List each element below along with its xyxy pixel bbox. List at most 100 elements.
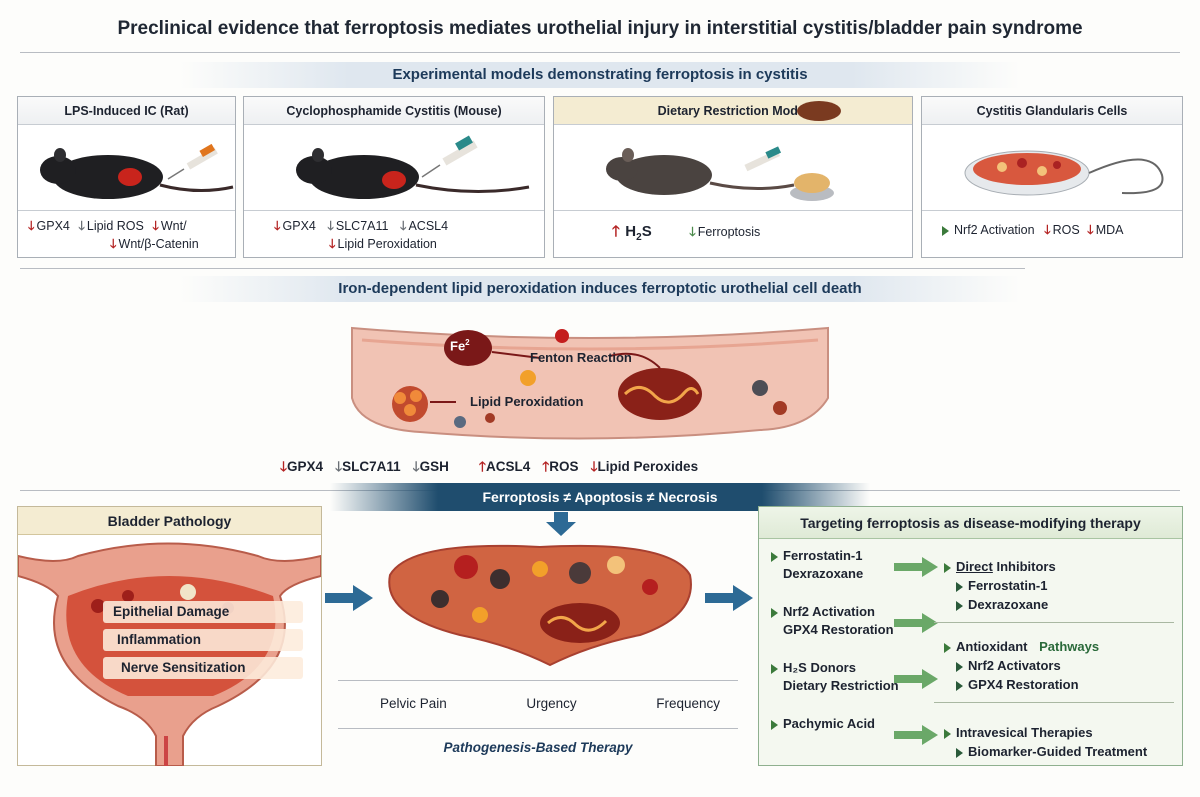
finding-ferroptosis: Ferroptosis [697, 225, 761, 239]
pathogenesis-label: Pathogenesis-Based Therapy [443, 740, 633, 755]
green-arrow-icon [894, 725, 938, 745]
model-title: Dietary Restriction Model [554, 97, 912, 125]
divider [338, 728, 738, 729]
marker-acsl4: 🡑ACSL4 [479, 459, 530, 474]
pathology-item: Inflammation [103, 629, 303, 651]
item-text: Dexrazoxane [968, 597, 1049, 612]
heading-text: Direct [956, 559, 993, 574]
model-illustration [18, 125, 235, 211]
model-title: LPS-Induced IC (Rat) [18, 97, 235, 125]
petri-dish-icon [964, 150, 1164, 196]
finding-gpx4: GPX4 [36, 219, 70, 233]
therapy-agent-secondary: Dexrazoxane [783, 566, 864, 581]
triangle-icon [944, 562, 951, 573]
triangle-icon [956, 747, 963, 758]
triangle-icon [956, 680, 963, 691]
marker-label: ROS [549, 459, 579, 474]
divider [338, 680, 738, 681]
model-findings: Nrf2 Activation 🡓ROS 🡓MDA [922, 211, 1182, 242]
finding-slc7a11: SLC7A11 [335, 219, 389, 233]
model-findings: 🡓GPX4 🡓SLC7A11 🡓ACSL4 🡓Lipid Peroxidatio… [274, 219, 449, 251]
down-arrow-icon: 🡓 [590, 459, 598, 474]
model-illustration [554, 125, 912, 211]
tissue-illustration: Fe2 Fenton Reaction Lipid Peroxidation [340, 318, 840, 448]
up-arrow-icon: 🡑 [478, 459, 486, 474]
symptom-row: Pelvic Pain Urgency Frequency [380, 696, 720, 711]
finding-lipid-ros: Lipid ROS [86, 219, 144, 233]
panel-title: Targeting ferroptosis as disease-modifyi… [759, 507, 1182, 539]
green-arrow-icon [894, 669, 938, 689]
therapy-agent-primary: H₂S Donors [783, 660, 856, 675]
model-findings: 🡓GPX4 🡓Lipid ROS 🡓Wnt/ 🡓Wnt/β-Catenin [28, 219, 199, 251]
down-arrow-icon: 🡓 [412, 459, 420, 474]
triangle-icon [956, 581, 963, 592]
heading-text: Inhibitors [992, 559, 1056, 574]
therapy-strategy-heading: Intravesical Therapies [944, 723, 1174, 742]
finding-nrf2: Nrf2 Activation [954, 223, 1035, 237]
therapy-strategy-item: Biomarker-Guided Treatment [944, 742, 1174, 761]
marker-ros: 🡑ROS [542, 459, 578, 474]
item-text: Biomarker-Guided Treatment [968, 744, 1148, 759]
therapy-strategy-item: Nrf2 Activators [944, 656, 1174, 675]
right-arrow-icon [325, 585, 373, 611]
model-illustration [244, 125, 544, 211]
divider [20, 268, 1025, 269]
inflamed-tissue-icon [388, 544, 692, 667]
mouse-food-icon [606, 146, 834, 201]
model-title: Cyclophosphamide Cystitis (Mouse) [244, 97, 544, 125]
rat-icon [40, 143, 234, 199]
divider [934, 622, 1174, 623]
model-findings: 🡑 H2S 🡓Ferroptosis [612, 223, 761, 243]
marker-gsh: 🡓GSH [413, 459, 449, 474]
item-text: Ferrostatin-1 [968, 578, 1048, 593]
therapy-agent-secondary: GPX4 Restoration [783, 622, 894, 637]
finding-lipid-peroxidation: Lipid Peroxidation [337, 237, 437, 251]
marker-label: ACSL4 [485, 459, 531, 474]
therapy-agent-primary: Pachymic Acid [783, 716, 876, 731]
divider [20, 52, 1180, 53]
finding-ros: ROS [1052, 223, 1080, 237]
green-arrow-icon [894, 557, 938, 577]
model-title: Cystitis Glandularis Cells [922, 97, 1182, 125]
therapy-strategy-heading: Direct Inhibitors [944, 557, 1174, 576]
marker-row: 🡓GPX4🡓SLC7A11🡓GSH🡑ACSL4🡑ROS🡓Lipid Peroxi… [280, 457, 920, 480]
triangle-icon [771, 719, 778, 730]
down-arrow-icon: 🡓 [335, 459, 343, 474]
triangle-icon [771, 663, 778, 674]
finding-gpx4: GPX4 [282, 219, 316, 233]
panel-title: Bladder Pathology [18, 507, 321, 535]
therapy-agent: Pachymic Acid [771, 715, 875, 733]
heading-text: Pathways [1035, 639, 1100, 654]
therapy-strategy-item: GPX4 Restoration [944, 675, 1174, 694]
therapy-agent-primary: Ferrostatin-1 [783, 548, 863, 563]
up-arrow-icon: 🡑 [542, 459, 550, 474]
item-text: GPX4 Restoration [968, 677, 1079, 692]
down-arrow-icon: 🡓 [280, 459, 288, 474]
divider [934, 702, 1174, 703]
triangle-icon [942, 225, 949, 236]
iron-label: Fe2 [450, 338, 470, 354]
mechanism-banner: Iron-dependent lipid peroxidation induce… [180, 276, 1020, 302]
finding-wnt: Wnt/ [160, 219, 187, 233]
therapy-agent-secondary: Dietary Restriction [783, 678, 899, 693]
fenton-label: Fenton Reaction [530, 350, 632, 365]
model-illustration [922, 125, 1182, 211]
item-text: Nrf2 Activators [968, 658, 1061, 673]
marker-label: Lipid Peroxides [597, 459, 699, 474]
marker-gpx4: 🡓GPX4 [280, 459, 323, 474]
therapy-strategy-item: Dexrazoxane [944, 595, 1174, 614]
triangle-icon [956, 600, 963, 611]
triangle-icon [771, 551, 778, 562]
mouse-icon [296, 135, 530, 199]
food-bowl-icon [797, 101, 841, 121]
down-arrow-icon [546, 512, 576, 536]
triangle-icon [956, 661, 963, 672]
therapy-panel: Targeting ferroptosis as disease-modifyi… [758, 506, 1183, 766]
right-arrow-icon [705, 585, 753, 611]
